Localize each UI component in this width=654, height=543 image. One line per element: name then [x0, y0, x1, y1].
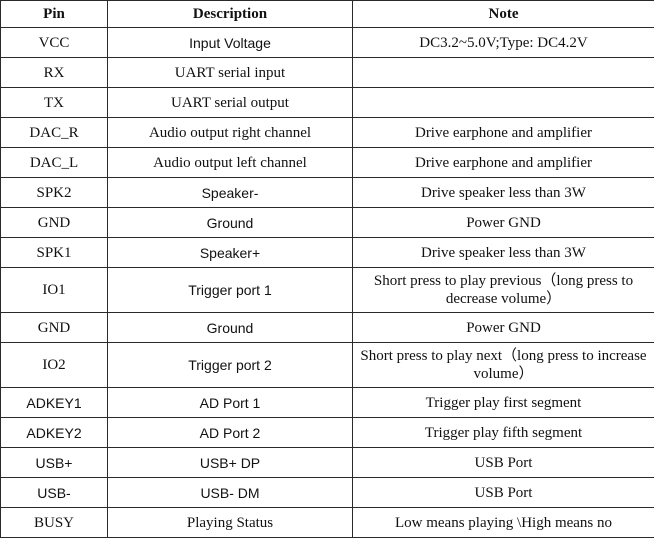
note-cell [352, 57, 654, 88]
description-cell: Speaker- [107, 177, 353, 208]
note-cell [352, 87, 654, 118]
note-cell: Drive earphone and amplifier [352, 117, 654, 148]
description-cell: Ground [107, 312, 353, 343]
table-row: TX UART serial output [0, 87, 654, 118]
pin-cell: TX [0, 87, 108, 118]
table-row: RX UART serial input [0, 57, 654, 88]
note-cell: Power GND [352, 207, 654, 238]
pin-cell: GND [0, 207, 108, 238]
table-row: SPK1 Speaker+ Drive speaker less than 3W [0, 237, 654, 268]
header-pin: Pin [0, 0, 108, 28]
note-cell: Short press to play previous（long press … [352, 267, 654, 313]
description-cell: UART serial input [107, 57, 353, 88]
pin-cell: IO2 [0, 342, 108, 388]
pin-cell: DAC_R [0, 117, 108, 148]
pin-cell: BUSY [0, 507, 108, 538]
pin-cell: SPK1 [0, 237, 108, 268]
pin-cell: VCC [0, 27, 108, 58]
description-cell: Audio output right channel [107, 117, 353, 148]
note-cell: Trigger play fifth segment [352, 417, 654, 448]
pin-cell: GND [0, 312, 108, 343]
note-cell: DC3.2~5.0V;Type: DC4.2V [352, 27, 654, 58]
pin-cell: IO1 [0, 267, 108, 313]
pin-cell: USB- [0, 477, 108, 508]
table-row: BUSY Playing Status Low means playing \H… [0, 507, 654, 538]
description-cell: Input Voltage [107, 27, 353, 58]
table-row: DAC_R Audio output right channel Drive e… [0, 117, 654, 148]
table-row: GND Ground Power GND [0, 207, 654, 238]
description-cell: Ground [107, 207, 353, 238]
note-cell: Drive speaker less than 3W [352, 237, 654, 268]
table-row: ADKEY2 AD Port 2 Trigger play fifth segm… [0, 417, 654, 448]
description-cell: Trigger port 1 [107, 267, 353, 313]
note-cell: Drive earphone and amplifier [352, 147, 654, 178]
note-cell: Drive speaker less than 3W [352, 177, 654, 208]
description-cell: Speaker+ [107, 237, 353, 268]
table-row: USB- USB- DM USB Port [0, 477, 654, 508]
pin-cell: RX [0, 57, 108, 88]
note-cell: USB Port [352, 477, 654, 508]
pin-cell: USB+ [0, 447, 108, 478]
description-cell: AD Port 1 [107, 387, 353, 418]
description-cell: Trigger port 2 [107, 342, 353, 388]
note-cell: Power GND [352, 312, 654, 343]
table-row: GND Ground Power GND [0, 312, 654, 343]
description-cell: AD Port 2 [107, 417, 353, 448]
description-cell: USB- DM [107, 477, 353, 508]
header-note: Note [352, 0, 654, 28]
table-row: VCC Input Voltage DC3.2~5.0V;Type: DC4.2… [0, 27, 654, 58]
note-cell: USB Port [352, 447, 654, 478]
description-cell: USB+ DP [107, 447, 353, 478]
note-cell: Trigger play first segment [352, 387, 654, 418]
description-cell: Playing Status [107, 507, 353, 538]
header-description: Description [107, 0, 353, 28]
table-row: IO2 Trigger port 2 Short press to play n… [0, 342, 654, 388]
description-cell: UART serial output [107, 87, 353, 118]
description-cell: Audio output left channel [107, 147, 353, 178]
table-row: IO1 Trigger port 1 Short press to play p… [0, 267, 654, 313]
note-cell: Short press to play next（long press to i… [352, 342, 654, 388]
pin-cell: SPK2 [0, 177, 108, 208]
table-row: DAC_L Audio output left channel Drive ea… [0, 147, 654, 178]
table-row: USB+ USB+ DP USB Port [0, 447, 654, 478]
pin-cell: ADKEY2 [0, 417, 108, 448]
note-cell: Low means playing \High means no [352, 507, 654, 538]
pin-cell: ADKEY1 [0, 387, 108, 418]
pin-cell: DAC_L [0, 147, 108, 178]
table-row: ADKEY1 AD Port 1 Trigger play first segm… [0, 387, 654, 418]
table-header-row: Pin Description Note [0, 0, 654, 28]
table-row: SPK2 Speaker- Drive speaker less than 3W [0, 177, 654, 208]
